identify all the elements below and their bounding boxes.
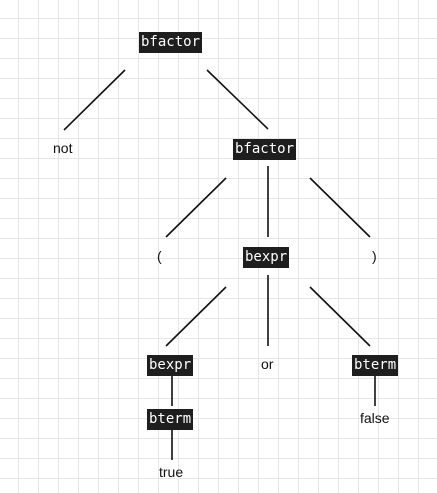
bterm-left-node: bterm: [147, 409, 194, 430]
bexpr-left-node: bexpr: [147, 355, 194, 376]
edge-root-bfactor: [206, 69, 269, 130]
lparen-node: (: [157, 248, 162, 264]
edge-bexpr-bexpr: [165, 286, 227, 347]
bfactor-node: bfactor: [233, 139, 297, 160]
root-bfactor-node: bfactor: [139, 32, 203, 53]
false-node: false: [360, 410, 390, 426]
not-node: not: [53, 140, 73, 156]
edge-bfactor-rparen: [309, 177, 371, 238]
true-node: true: [159, 464, 184, 480]
edge-root-not: [63, 69, 126, 131]
rparen-node: ): [372, 248, 377, 264]
edge-bfactor-lparen: [165, 177, 227, 238]
bterm-right-node: bterm: [352, 355, 399, 376]
bexpr-node: bexpr: [243, 247, 290, 268]
edge-bexpr-bterm: [309, 286, 371, 347]
or-node: or: [261, 356, 274, 372]
